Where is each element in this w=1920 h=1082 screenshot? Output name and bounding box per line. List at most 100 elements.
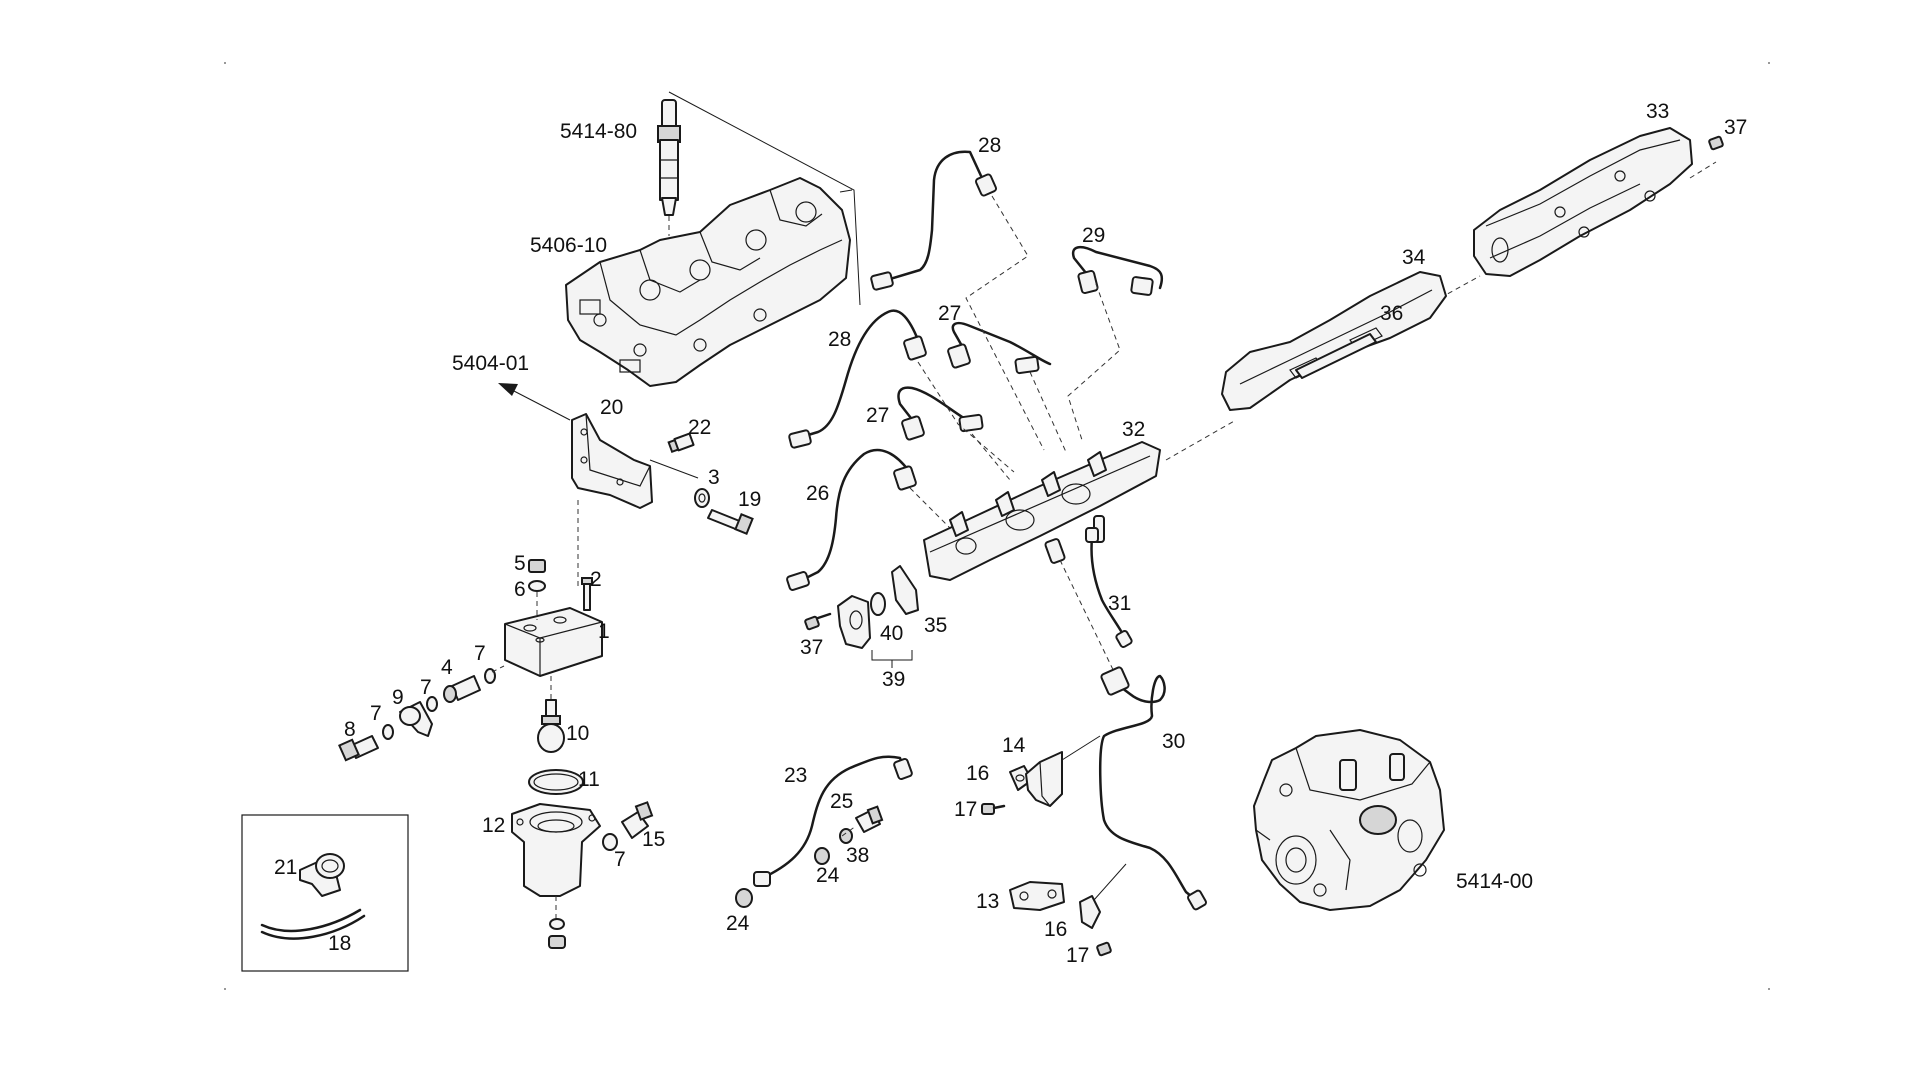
bolt-25 [855,805,884,833]
label-5414-80: 5414-80 [560,120,637,143]
seal-40 [870,592,886,616]
cylinder-head [565,177,851,387]
washer-3 [694,488,710,508]
nut-6-bottom [548,935,566,949]
label-21: 21 [274,856,297,879]
flange-39 [837,595,871,649]
label-24-mid: 24 [816,864,840,887]
union-4 [443,675,481,703]
label-5406-10: 5406-10 [530,234,607,257]
label-15: 15 [642,828,665,851]
label-14: 14 [1002,734,1026,757]
label-32: 32 [1122,418,1145,441]
label-16-upper: 16 [966,762,989,785]
pipe-30 [1099,666,1207,911]
engine-block-arrow [498,383,571,421]
screw-37-left [804,612,832,631]
label-27-upper: 27 [938,302,961,325]
label-17-lower: 17 [1066,944,1089,967]
screw-37-right [1708,135,1724,151]
label-7-b: 7 [420,676,432,699]
nut-5-top [528,559,546,573]
fuel-rail-32 [923,441,1161,581]
registration-marks [224,62,1770,990]
label-3: 3 [708,466,720,489]
label-26: 26 [806,482,829,505]
label-29: 29 [1082,224,1105,247]
washer-7-a [484,668,496,684]
label-20: 20 [600,396,623,419]
label-10: 10 [566,722,589,745]
housing-12 [511,803,601,897]
hose-18 [260,908,366,940]
screw-17-upper [981,803,1006,815]
screw-2 [581,577,593,611]
label-23: 23 [784,764,807,787]
label-25: 25 [830,790,853,813]
washer-38 [839,828,853,844]
nut-24-mid [814,847,830,865]
label-4: 4 [441,656,453,679]
washer-5-bottom [549,918,565,930]
label-27-lower: 27 [866,404,889,427]
plug-35 [891,565,919,615]
bolt-19 [707,509,754,535]
label-39: 39 [882,668,905,691]
label-28-lower: 28 [828,328,851,351]
label-16-lower: 16 [1044,918,1067,941]
washer-7-d [602,833,618,851]
pipe-27-lower [897,386,984,441]
label-7-d: 7 [614,848,626,871]
label-36: 36 [1380,302,1403,325]
label-18: 18 [328,932,351,955]
seal-36 [1295,333,1377,379]
label-8: 8 [344,718,356,741]
banjo-9 [399,701,433,737]
label-5-top: 5 [514,552,526,575]
nut-24-left [735,888,753,908]
washer-7-c [382,724,394,740]
pipe-31 [1085,527,1133,648]
callout-labels: 5414-80 5406-10 5404-01 5414-00 1 2 3 4 … [274,100,1747,967]
washer-6-top [528,580,546,592]
cover-33 [1473,127,1693,277]
label-30: 30 [1162,730,1185,753]
gasket-34 [1221,271,1447,411]
label-38: 38 [846,844,869,867]
inset-box [241,814,409,972]
block-1 [504,607,603,677]
pipe-23 [753,755,913,887]
pipe-28-lower [788,309,927,449]
label-5414-00: 5414-00 [1456,870,1533,893]
label-19: 19 [738,488,761,511]
bolt-8 [338,735,379,762]
pipe-27-upper [947,321,1052,375]
sensor-10 [537,699,565,753]
label-40: 40 [880,622,903,645]
high-pressure-pump [1253,729,1445,911]
screw-17-lower [1096,941,1112,957]
label-22: 22 [688,416,711,439]
cap-21 [299,853,345,897]
label-11: 11 [578,768,600,791]
label-31: 31 [1108,592,1131,615]
label-24-left: 24 [726,912,750,935]
label-9: 9 [392,686,404,709]
label-12: 12 [482,814,505,837]
label-1: 1 [598,620,610,643]
pipe-26 [786,448,917,591]
label-2: 2 [590,568,602,591]
injector [657,99,681,236]
bracket-20 [571,413,699,509]
label-33: 33 [1646,100,1669,123]
label-37-right: 37 [1724,116,1747,139]
label-5404-01: 5404-01 [452,352,529,375]
bolt-22 [667,432,695,454]
bracket-14 [1025,751,1063,807]
pipe-29 [1071,245,1164,296]
label-35: 35 [924,614,947,637]
label-17-upper: 17 [954,798,977,821]
label-37-left: 37 [800,636,823,659]
label-13: 13 [976,890,999,913]
